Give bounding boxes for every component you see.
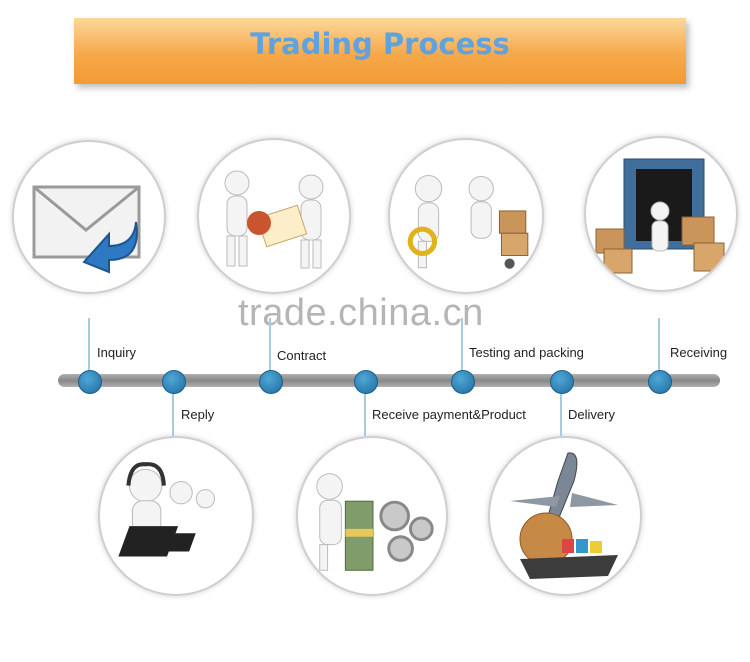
timeline-bar [58,374,720,387]
stem-reply [172,388,174,436]
page-title: Trading Process [250,27,510,61]
watermark: trade.china.cn [238,292,484,334]
node-payment [354,370,378,394]
step-label-receiving: Receiving [670,345,728,360]
reply-illustration [98,436,254,596]
contract-illustration [197,138,351,294]
step-label-inquiry: Inquiry [97,345,137,360]
stem-delivery [560,388,562,436]
node-contract [259,370,283,394]
step-label-testing: Testing and packing [469,345,584,360]
node-receiving [648,370,672,394]
receiving-illustration [584,136,738,292]
envelope-icon [32,185,141,274]
step-label-reply: Reply [181,407,215,422]
node-delivery [550,370,574,394]
node-reply [162,370,186,394]
inquiry-illustration [12,140,166,294]
stem-contract [269,318,271,374]
step-label-contract: Contract [277,348,327,363]
stem-receiving [658,318,660,374]
delivery-illustration [488,436,642,596]
step-label-delivery: Delivery [568,407,615,422]
payment-product-illustration [296,436,448,596]
title-banner: Trading Process [74,18,686,84]
stem-inquiry [88,318,90,374]
node-testing [451,370,475,394]
stem-payment [364,388,366,436]
step-label-payment: Receive payment&Product [372,407,526,422]
stem-testing [461,318,463,374]
node-inquiry [78,370,102,394]
testing-packing-illustration [388,138,544,294]
